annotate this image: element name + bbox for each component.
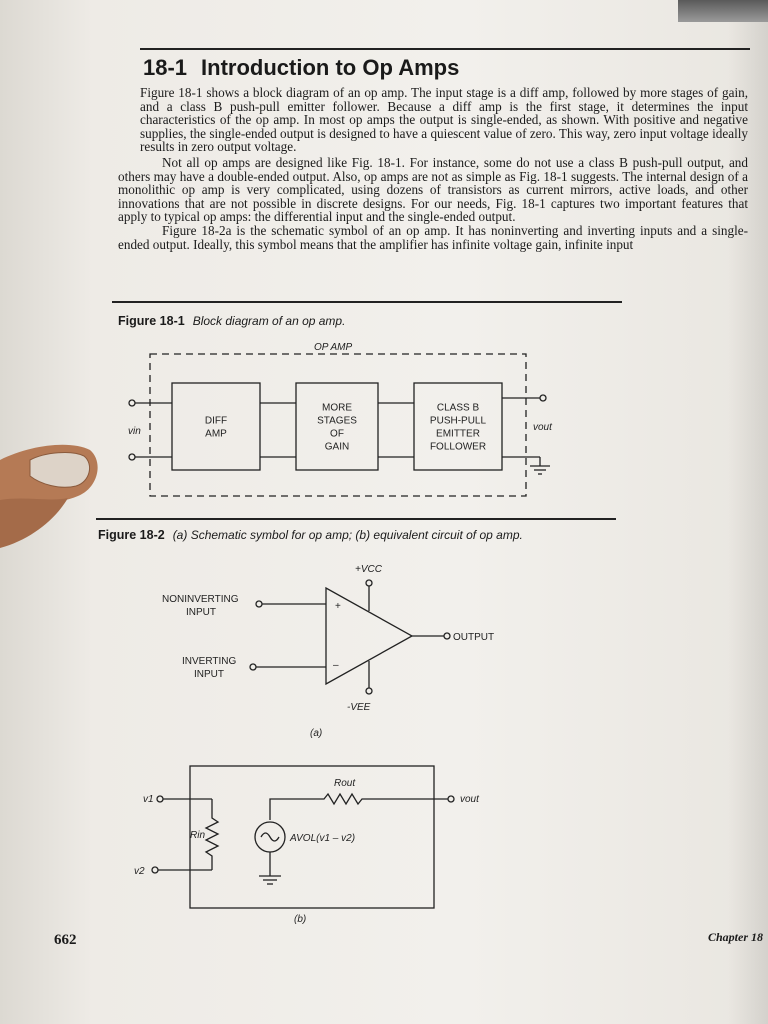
figure-18-1-caption: Figure 18-1 Block diagram of an op amp. (118, 314, 345, 328)
diff-amp-text-line: DIFF (205, 416, 227, 427)
rout-label: Rout (334, 778, 356, 789)
v1-terminal (156, 795, 164, 803)
page-gutter-shadow (728, 0, 768, 1024)
vin-plus-terminal (128, 399, 136, 407)
minus-sign: – (333, 660, 339, 671)
vin-label: vin (128, 426, 141, 437)
more-stages-text-line: STAGES (317, 416, 357, 427)
thumb-shadow (0, 498, 68, 548)
sine-icon (260, 832, 280, 842)
page-number: 662 (54, 932, 77, 948)
page-corner-shadow (678, 0, 768, 22)
plus-sign: + (335, 601, 341, 612)
output-label: OUTPUT (453, 632, 494, 643)
source-label: AVOL(v1 – v2) (289, 833, 355, 844)
op-amp-triangle (325, 586, 414, 686)
vee-label: -VEE (347, 702, 371, 713)
vcc-terminal (365, 579, 373, 587)
section-number: 18-1 (143, 55, 188, 80)
figure-18-2-caption-text: (a) Schematic symbol for op amp; (b) equ… (172, 528, 523, 542)
class-b-text-line: CLASS B (437, 403, 480, 414)
vout-terminal-fig2 (447, 795, 455, 803)
vout-label-fig2: vout (460, 794, 480, 805)
more-stages-block (295, 382, 379, 471)
class-b-text-line: EMITTER (436, 429, 480, 440)
vout-label-fig1: vout (533, 422, 553, 433)
more-stages-text-line: OF (330, 429, 344, 440)
op-amp-label: OP AMP (314, 342, 352, 353)
part-a-label: (a) (310, 728, 322, 739)
rin-resistor (204, 799, 220, 870)
vcc-label: +VCC (355, 564, 383, 575)
class-b-block (413, 382, 503, 471)
rout-resistor (269, 792, 448, 820)
figure-18-2b-diagram (151, 765, 455, 909)
noninverting-terminal (255, 600, 263, 608)
op-amp-dashed-boundary (149, 353, 527, 497)
vin-minus-terminal (128, 453, 136, 461)
v1-label: v1 (143, 794, 154, 805)
figure-rule-1 (112, 301, 622, 303)
block-labels: DIFF AMP MORE STAGES OF GAIN CLASS B PUSH-PULL E… (205, 403, 487, 453)
paragraph-2: Not all op amps are designed like Fig. 1… (118, 154, 748, 225)
diff-amp-text-line: AMP (205, 429, 227, 440)
figure-18-2-caption: Figure 18-2 (a) Schematic symbol for op a… (98, 528, 523, 542)
noninverting-label-1: NONINVERTING (162, 594, 239, 605)
section-title: Introduction to Op Amps (201, 55, 460, 80)
v2-terminal (151, 866, 159, 874)
figure-18-1-caption-text: Block diagram of an op amp. (192, 314, 346, 328)
output-terminal (443, 632, 451, 640)
paragraph-1: Figure 18-1 shows a block diagram of an … (140, 85, 748, 155)
thumb-nail (29, 452, 91, 488)
inverting-label-2: INPUT (194, 669, 224, 680)
thumb-photo (0, 444, 98, 548)
vee-terminal (365, 687, 373, 695)
noninverting-label-2: INPUT (186, 607, 216, 618)
part-b-label: (b) (294, 914, 306, 925)
diff-amp-block (171, 382, 261, 471)
v2-label: v2 (134, 866, 145, 877)
rin-label: Rin (190, 830, 205, 841)
figure-18-1-label: Figure 18-1 (118, 314, 185, 328)
more-stages-text-line: GAIN (325, 442, 349, 453)
class-b-text-line: FOLLOWER (430, 442, 486, 453)
figure-18-2-label: Figure 18-2 (98, 528, 165, 542)
figure-18-1-diagram (128, 353, 550, 497)
chapter-footer: Chapter 18 (708, 930, 764, 944)
figure-18-2a-diagram (249, 579, 451, 695)
inverting-label-1: INVERTING (182, 656, 236, 667)
inverting-terminal (249, 663, 257, 671)
more-stages-text-line: MORE (322, 403, 352, 414)
class-b-text-line: PUSH-PULL (430, 416, 487, 427)
figure-rule-2 (96, 518, 616, 520)
body-text: Figure 18-1 shows a block diagram of an … (118, 86, 748, 251)
paragraph-3: Figure 18-2a is the schematic symbol of … (118, 222, 748, 252)
equivalent-circuit-box (189, 765, 435, 909)
section-heading: 18-1 Introduction to Op Amps (143, 55, 459, 81)
section-rule (140, 48, 750, 50)
vout-terminal (539, 394, 547, 402)
